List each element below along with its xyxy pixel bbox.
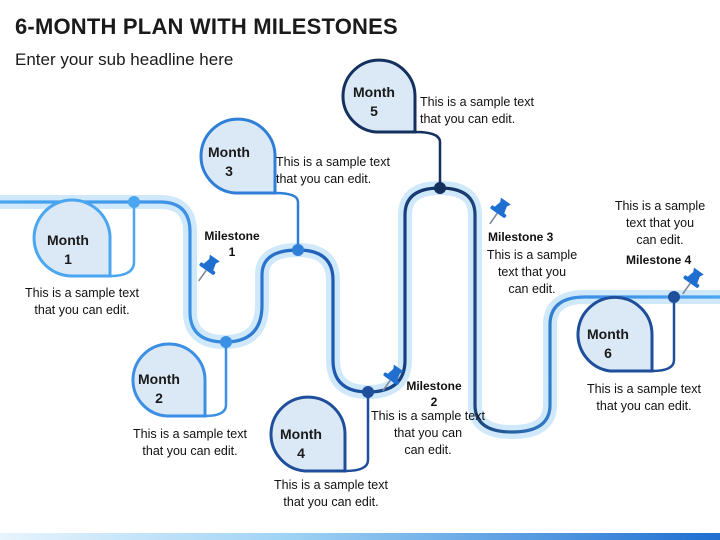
month-1-number: 1 [64,251,72,267]
month-4-node [362,386,374,398]
month-3-connector [274,191,300,250]
milestone-4-text: This is a sample text that you can edit. [614,199,706,247]
month-1-node [128,196,140,208]
month-1-connector [109,202,136,278]
month-6-label: Month [587,326,629,342]
page-subtitle: Enter your sub headline here [15,50,234,69]
month-1-text: This is a sample text that you can edit. [25,286,139,317]
month-3-bubble[interactable]: Month 3 [199,117,277,195]
milestone-2-label: Milestone 2 [406,379,462,409]
month-5-text: This is a sample text that you can edit. [420,95,534,126]
month-2-node [220,336,232,348]
month-5-number: 5 [370,103,378,119]
month-5-node [434,182,446,194]
month-5-connector [414,130,442,188]
month-4-bubble[interactable]: Month 4 [269,395,347,473]
month-2-label: Month [138,371,180,387]
page-title: 6-MONTH PLAN WITH MILESTONES [15,14,398,39]
month-5-label: Month [353,84,395,100]
month-6-text: This is a sample text that you can edit. [587,382,701,413]
month-4-number: 4 [297,445,305,461]
month-6-number: 6 [604,345,612,361]
milestone-4-label: Milestone 4 [626,253,692,267]
month-3-text: This is a sample text that you can edit. [276,155,390,186]
month-6-bubble[interactable]: Month 6 [576,295,654,373]
milestone-2-text: This is a sample text that you can can e… [371,409,485,457]
milestone-3-label: Milestone 3 [488,230,554,244]
footer-bar [0,533,720,540]
month-6-connector [651,297,676,373]
month-3-label: Month [208,144,250,160]
month-1-label: Month [47,232,89,248]
month-4-text: This is a sample text that you can edit. [274,478,388,509]
month-4-label: Month [280,426,322,442]
month-2-number: 2 [155,390,163,406]
month-4-connector [344,392,370,473]
month-3-node [292,244,304,256]
milestone-3-text: This is a sample text that you can edit. [486,248,578,296]
month-3-number: 3 [225,163,233,179]
month-5-bubble[interactable]: Month 5 [341,58,417,134]
month-6-node [668,291,680,303]
month-2-bubble[interactable]: Month 2 [131,342,207,418]
month-2-text: This is a sample text that you can edit. [133,427,247,458]
milestone-3-pin-icon [481,195,514,230]
milestone-1-label: Milestone 1 [204,229,260,259]
month-1-bubble[interactable]: Month 1 [32,198,112,278]
month-2-connector [204,342,228,418]
